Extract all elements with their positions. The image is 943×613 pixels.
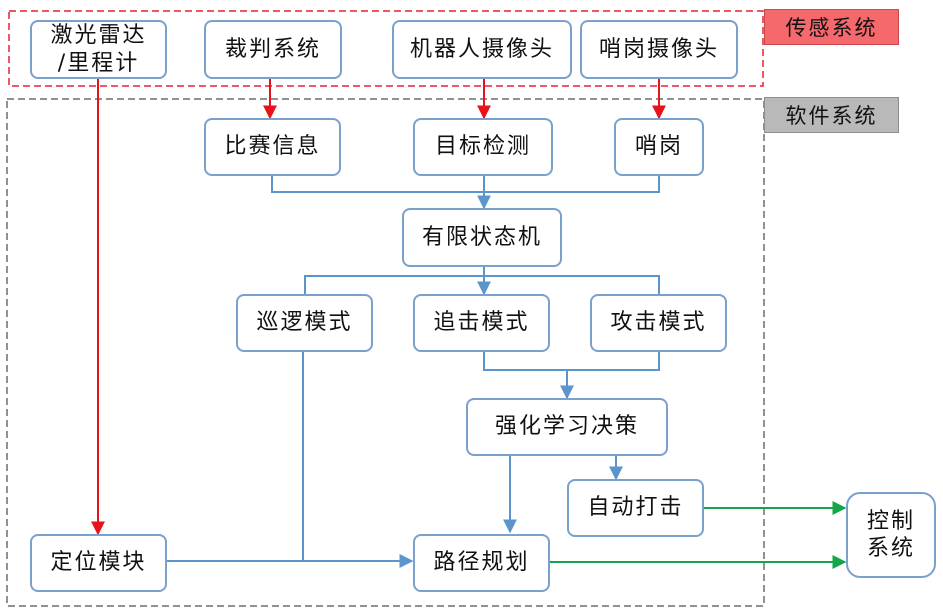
patrol-mode-node: 巡逻模式: [236, 294, 373, 352]
lidar-odometry-label-line1: 激光雷达: [50, 23, 147, 48]
localization-module-node: 定位模块: [30, 534, 167, 592]
attack-mode-node: 攻击模式: [590, 294, 727, 352]
lidar-odometry-label-line2: /里程计: [57, 50, 140, 76]
path-planning-node: 路径规划: [413, 534, 550, 592]
lidar-odometry-node: 激光雷达 /里程计: [30, 20, 167, 79]
auto-strike-node: 自动打击: [567, 479, 704, 537]
rl-decision-node: 强化学习决策: [466, 398, 668, 456]
sentry-node: 哨岗: [614, 118, 704, 176]
control-system-node: 控制 系统: [846, 492, 936, 578]
sentry-camera-node: 哨岗摄像头: [580, 20, 738, 79]
control-system-label-line2: 系统: [866, 536, 915, 561]
line-match-info-merge: [271, 176, 660, 193]
line-fsm-split: [304, 267, 660, 294]
chase-mode-node: 追击模式: [413, 294, 550, 352]
finite-state-machine-node: 有限状态机: [402, 208, 562, 267]
match-info-node: 比赛信息: [204, 118, 341, 176]
line-chase-attack-merge: [483, 352, 660, 371]
software-region-border: [6, 98, 765, 607]
software-system-label: 软件系统: [764, 97, 899, 133]
target-detection-node: 目标检测: [413, 118, 553, 176]
referee-system-node: 裁判系统: [204, 20, 342, 79]
robot-camera-node: 机器人摄像头: [392, 20, 572, 79]
sensor-region-border: [8, 10, 764, 87]
sensor-system-label: 传感系统: [764, 9, 899, 45]
control-system-label-line1: 控制: [866, 508, 915, 534]
